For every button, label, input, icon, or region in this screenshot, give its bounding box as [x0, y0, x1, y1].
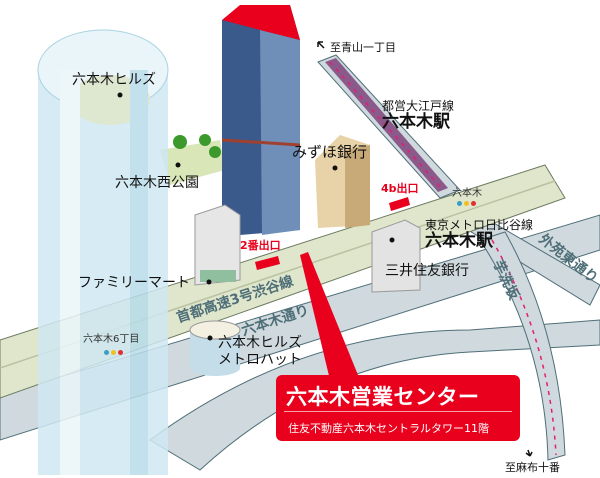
metro-hat	[189, 320, 241, 376]
label-hibiya-line: 東京メトロ日比谷線	[425, 218, 534, 232]
label-oedo-line: 都営大江戸線	[382, 99, 455, 113]
label-hibiya-station: 六本木駅	[425, 231, 493, 251]
label-oedo-station: 六本木駅	[382, 112, 450, 132]
label-roppongi-hills: 六本木ヒルズ	[72, 72, 156, 88]
exit-4b-marker	[389, 197, 410, 211]
mizuho-building	[315, 135, 370, 228]
label-familymart: ファミリーマート	[78, 275, 190, 291]
exit-2-marker	[255, 256, 280, 270]
label-roppongi-6: 六本木6丁目	[83, 334, 140, 345]
label-metrohat-1: 六本木ヒルズ	[218, 335, 302, 351]
park	[160, 140, 225, 185]
imoarai-zaka-road	[479, 231, 566, 461]
label-smbc: 三井住友銀行	[385, 263, 469, 279]
callout-subtitle: 住友不動産六本木セントラルタワー11階	[288, 422, 489, 435]
label-to-azabu: 至麻布十番	[505, 461, 560, 474]
red-top-building	[221, 5, 301, 235]
destination-callout: 六本木営業センター 住友不動産六本木セントラルタワー11階	[276, 375, 520, 441]
callout-title: 六本木営業センター	[286, 385, 480, 409]
callout-divider	[284, 411, 512, 412]
label-roppongi-crossing: 六本木	[452, 188, 482, 199]
arrow-aoyama-icon	[317, 41, 325, 49]
signal-icon	[104, 350, 123, 355]
signal-icon	[457, 201, 476, 206]
label-exit-2: 2番出口	[240, 239, 281, 252]
familymart-building	[194, 204, 241, 286]
callout-pointer	[300, 252, 360, 380]
arrow-azabu-icon	[525, 449, 533, 457]
roppongi-hills-tower	[37, 29, 169, 475]
label-nishi-park: 六本木西公園	[115, 175, 199, 191]
label-exit-4b: 4b出口	[381, 182, 419, 195]
label-metrohat-2: メトロハット	[218, 352, 302, 368]
label-mizuho: みずほ銀行	[292, 143, 368, 161]
label-to-aoyama: 至青山一丁目	[330, 41, 396, 54]
smbc-building	[371, 219, 421, 293]
